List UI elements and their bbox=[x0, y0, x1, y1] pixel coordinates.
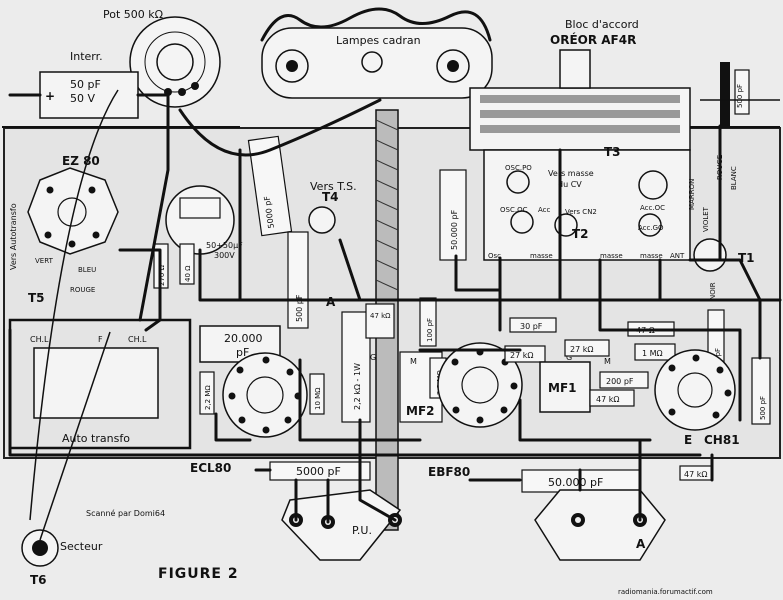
label-bloc-1: Bloc d'accord bbox=[565, 18, 639, 31]
label-noir: NOIR bbox=[709, 282, 717, 300]
label-t5: T5 bbox=[28, 291, 45, 305]
label-vers-ts: Vers T.S. bbox=[310, 180, 357, 193]
label-acc: Acc bbox=[538, 206, 551, 214]
label-r-22k: 2,2 kΩ - 1W bbox=[353, 363, 362, 410]
label-bloc-2: ORÉOR AF4R bbox=[550, 32, 636, 47]
tube-ebf80 bbox=[437, 342, 523, 428]
transformer-t1 bbox=[693, 238, 727, 272]
label-t2: T2 bbox=[572, 227, 589, 241]
capacitor-50000pf-a bbox=[439, 169, 467, 261]
label-f: F bbox=[98, 335, 103, 344]
tube-ecl80 bbox=[222, 352, 308, 438]
label-acc-oc: Acc.OC bbox=[640, 204, 665, 212]
label-c-30: 30 pF bbox=[520, 322, 543, 331]
label-c-500a: 500 pF bbox=[295, 294, 304, 322]
label-masse-2: masse bbox=[600, 252, 623, 260]
label-osc-po: OSC.PO bbox=[505, 164, 532, 172]
label-t4: T4 bbox=[322, 190, 339, 204]
label-ecl80: ECL80 bbox=[190, 461, 231, 475]
label-vers-masse: Vers masse bbox=[548, 169, 594, 178]
label-r-10m: 10 MΩ bbox=[314, 387, 322, 410]
label-marron: MARRON bbox=[688, 179, 696, 210]
figure-title: FIGURE 2 bbox=[158, 566, 239, 582]
label-a2: A bbox=[636, 537, 646, 551]
label-r-27k-b: 27 kΩ bbox=[570, 345, 593, 354]
label-g1: G bbox=[370, 353, 376, 362]
label-c-500c: 500 pF bbox=[736, 84, 744, 108]
label-c-50000a: 50.000 pF bbox=[450, 209, 459, 250]
capacitor-500pf-a bbox=[287, 231, 309, 329]
plus-sign: + bbox=[45, 89, 55, 103]
label-ch-l2: CH.L bbox=[128, 335, 147, 344]
label-auto-transfo: Auto transfo bbox=[62, 432, 130, 445]
label-ebf80: EBF80 bbox=[428, 465, 470, 479]
label-ez80: EZ 80 bbox=[62, 154, 100, 168]
label-mf2: MF2 bbox=[406, 404, 435, 418]
label-osc: Osc bbox=[488, 252, 501, 260]
label-m2: M bbox=[604, 357, 611, 366]
label-lampes: Lampes cadran bbox=[336, 34, 421, 47]
label-acc-go: Acc.GO bbox=[638, 224, 664, 232]
label-m1: M bbox=[410, 357, 417, 366]
label-c-50-50: 50+50μF bbox=[206, 241, 243, 250]
coil-board bbox=[483, 149, 691, 261]
label-pu: P.U. bbox=[352, 524, 372, 537]
label-c-50v: 50 V bbox=[70, 92, 95, 105]
label-masse-1: masse bbox=[530, 252, 553, 260]
label-c-50000b: 50.000 pF bbox=[548, 476, 603, 489]
label-masse-3: masse bbox=[640, 252, 663, 260]
label-vers-cn2: Vers CN2 bbox=[565, 208, 597, 216]
label-r-27k-a: 27 kΩ bbox=[510, 351, 533, 360]
label-vert: VERT bbox=[35, 257, 54, 265]
tube-ez80 bbox=[27, 167, 119, 255]
label-c-200b: 200 pF bbox=[606, 377, 634, 386]
resistor-2-2k bbox=[341, 311, 371, 423]
label-c-300v: 300V bbox=[214, 251, 235, 260]
label-ch-l1: CH.L bbox=[30, 335, 49, 344]
label-ch81: CH81 bbox=[704, 433, 740, 447]
label-pf: pF bbox=[236, 346, 249, 359]
capacitor-5000pf-a bbox=[247, 135, 293, 237]
label-bleu: BLEU bbox=[78, 266, 96, 274]
label-r-1m: 1 MΩ bbox=[642, 349, 663, 358]
label-r-22m-a: 2,2 MΩ bbox=[204, 385, 212, 410]
label-e: E bbox=[684, 433, 692, 447]
label-scanne: Scanné par Domi64 bbox=[86, 508, 165, 518]
dial-lamps bbox=[261, 27, 493, 99]
label-pot: Pot 500 kΩ bbox=[103, 8, 163, 21]
label-osc-oc: OSC.OC bbox=[500, 206, 528, 214]
label-r-47k-d: 47 kΩ bbox=[684, 470, 707, 479]
label-c-100: 100 pF bbox=[426, 318, 434, 342]
watermark: radiomania.forumactif.com bbox=[618, 588, 713, 596]
label-blanc: BLANC bbox=[730, 166, 738, 190]
if-transformer-mf1 bbox=[539, 361, 591, 413]
label-r-47k-c: 47 kΩ bbox=[596, 395, 619, 404]
label-c-5000b: 5000 pF bbox=[296, 465, 341, 478]
label-r-270: 270 Ω bbox=[158, 264, 166, 286]
label-c-500b: 500 pF bbox=[759, 396, 767, 420]
label-g2: G bbox=[566, 353, 572, 362]
label-rouge: ROUGE bbox=[70, 286, 95, 294]
label-t6: T6 bbox=[30, 573, 47, 587]
label-vers-autotransfo: Vers Autotransfo bbox=[9, 203, 18, 270]
antenna-input bbox=[534, 489, 666, 561]
potentiometer bbox=[129, 16, 221, 108]
label-du-cv: du CV bbox=[558, 180, 582, 189]
label-r-40: 40 Ω bbox=[184, 265, 192, 282]
label-c-20000: 20.000 bbox=[224, 332, 263, 345]
label-ant: ANT bbox=[670, 252, 685, 260]
label-interr: Interr. bbox=[70, 50, 103, 63]
label-mf1: MF1 bbox=[548, 381, 577, 395]
label-r-47k-a: 47 kΩ bbox=[370, 312, 391, 320]
label-secteur: Secteur bbox=[60, 540, 103, 553]
label-c-50pf: 50 pF bbox=[70, 78, 101, 91]
label-a1: A bbox=[326, 295, 336, 309]
label-violet: VIOLET bbox=[702, 206, 710, 232]
label-t3: T3 bbox=[604, 145, 621, 159]
tube-ch81 bbox=[654, 349, 736, 431]
